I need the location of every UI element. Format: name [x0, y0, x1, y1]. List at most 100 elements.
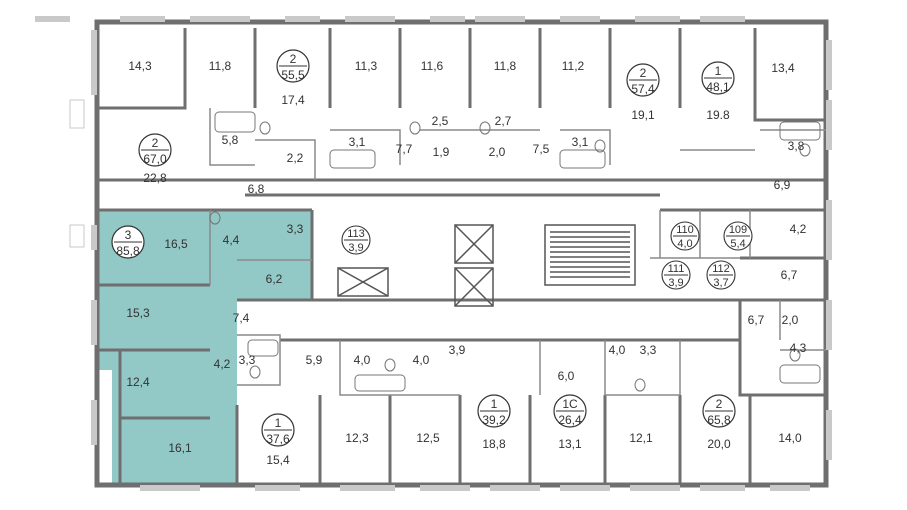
- storage-area: 3,9: [668, 277, 683, 289]
- room-area-label: 4,4: [223, 233, 240, 247]
- window: [420, 485, 470, 491]
- apartment-badge[interactable]: 265,8: [702, 394, 736, 428]
- room-area-label: 2,0: [782, 313, 799, 327]
- partition: [209, 108, 255, 166]
- wall: [97, 28, 187, 110]
- elevator-shaft: [337, 267, 389, 297]
- building-core: [337, 224, 636, 307]
- badge-rooms: 2: [152, 136, 159, 150]
- apartment-badge[interactable]: 255,5: [276, 49, 310, 83]
- wall: [753, 28, 826, 122]
- badge-rooms: 2: [290, 52, 297, 66]
- highlighted-apartment-fill: [97, 210, 312, 485]
- room-area-label: 6,0: [558, 369, 575, 383]
- window: [35, 16, 70, 22]
- window: [69, 224, 85, 248]
- room-area-label: 16,5: [164, 237, 188, 251]
- storage-area: 4,0: [677, 238, 692, 250]
- partition: [237, 334, 281, 386]
- badge-area: 65,8: [707, 413, 731, 427]
- window: [345, 16, 395, 22]
- elevator-cross: [337, 267, 389, 297]
- room-area-label: 11,6: [421, 59, 444, 73]
- apartment-badge[interactable]: 267,0: [138, 133, 172, 167]
- fixtures: [209, 111, 821, 392]
- window: [430, 16, 465, 22]
- toilet: [634, 378, 646, 392]
- badge-rooms: 1: [491, 397, 498, 411]
- storage-number: 112: [712, 263, 730, 275]
- storage-number: 110: [676, 224, 694, 236]
- apartment-badge[interactable]: 148,1: [701, 61, 735, 95]
- partition: [560, 129, 611, 165]
- badge-area: 39,2: [482, 413, 506, 427]
- room-area-label: 12,3: [345, 431, 369, 445]
- room-area-label: 6,9: [774, 178, 791, 192]
- partitions: [209, 108, 826, 396]
- window: [91, 400, 97, 445]
- toilet: [799, 143, 811, 157]
- room-area-label: 3,1: [572, 135, 589, 149]
- badge-area: 37,6: [266, 432, 290, 446]
- window: [69, 99, 85, 129]
- room-area-label: 3,9: [449, 343, 466, 357]
- room-area-label: 11,3: [355, 59, 378, 73]
- storage-number: 109: [729, 224, 747, 236]
- window: [826, 200, 832, 260]
- interior-walls: [97, 28, 826, 485]
- apartment-badge[interactable]: 257,4: [626, 63, 660, 97]
- room-area-label: 15,3: [126, 306, 150, 320]
- toilet: [479, 121, 491, 135]
- room-area-label: 7,5: [533, 142, 550, 156]
- toilet: [384, 358, 396, 372]
- toilet: [409, 121, 421, 135]
- elevator-cross: [454, 224, 494, 264]
- room-area-label: 12,5: [416, 431, 440, 445]
- room-area-label: 2,2: [287, 151, 304, 165]
- room-area-label: 11,2: [562, 59, 585, 73]
- apartment-badge[interactable]: 137,6: [261, 413, 295, 447]
- elevator-shaft: [454, 224, 494, 264]
- wall: [738, 300, 826, 397]
- apartment-badge[interactable]: 139,2: [477, 394, 511, 428]
- highlighted-apartment-badge[interactable]: 385,8: [111, 225, 145, 259]
- window: [635, 16, 680, 22]
- window: [826, 40, 832, 90]
- room-area-label: 3,1: [349, 135, 366, 149]
- window: [490, 485, 540, 491]
- storage-number: 113: [347, 228, 365, 240]
- highlighted-apartment[interactable]: [97, 210, 312, 485]
- room-area-label: 14,0: [778, 431, 802, 445]
- badge-rooms: 1: [275, 416, 282, 430]
- window: [700, 485, 745, 491]
- window: [340, 485, 395, 491]
- window: [91, 225, 97, 250]
- window: [560, 485, 610, 491]
- room-area-label: 1,9: [433, 145, 450, 159]
- partition: [604, 340, 680, 396]
- stairwell: [544, 224, 636, 286]
- badge-area: 48,1: [706, 80, 730, 94]
- room-area-label: 6,2: [266, 272, 283, 286]
- room-area-label: 15,4: [266, 453, 290, 467]
- elevator-shaft: [454, 267, 494, 307]
- badge-rooms: 3: [125, 228, 132, 242]
- window: [630, 485, 680, 491]
- elevator-cross: [454, 267, 494, 307]
- badge-rooms: 1: [715, 64, 722, 78]
- storage-area: 3,9: [348, 242, 363, 254]
- window: [700, 16, 745, 22]
- room-area-label: 6,8: [248, 182, 265, 196]
- window: [285, 16, 320, 22]
- badge-rooms: 2: [716, 397, 723, 411]
- partition: [330, 129, 401, 165]
- bathtub: [559, 149, 606, 169]
